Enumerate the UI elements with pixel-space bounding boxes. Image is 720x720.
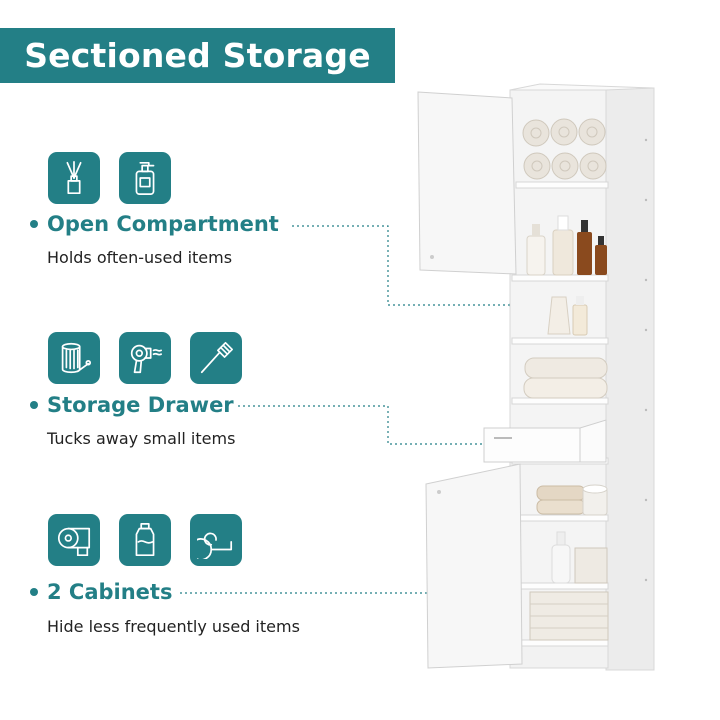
rolled-towel-icon bbox=[190, 514, 242, 566]
rolled-towel bbox=[551, 152, 579, 180]
shelf bbox=[511, 274, 609, 282]
shelf bbox=[511, 397, 609, 405]
feature-heading-storage-drawer: Storage Drawer bbox=[30, 393, 234, 417]
feature-heading-2-cabinets: 2 Cabinets bbox=[30, 580, 172, 604]
cabinet-side-panel bbox=[605, 87, 655, 671]
feature-heading-text: Open Compartment bbox=[47, 212, 279, 236]
bottle bbox=[551, 544, 571, 584]
shelf bbox=[519, 582, 609, 590]
drawer-front bbox=[483, 427, 581, 463]
shelf bbox=[511, 337, 609, 345]
connector-open-compartment bbox=[292, 225, 512, 306]
rolled-towel bbox=[579, 152, 607, 180]
shelf bbox=[519, 514, 609, 522]
cotton-swab-box-icon bbox=[48, 332, 100, 384]
hair-dryer-icon bbox=[119, 332, 171, 384]
detergent-bottle-icon bbox=[119, 514, 171, 566]
amber-bottle bbox=[577, 232, 592, 275]
rolled-towel bbox=[578, 118, 606, 146]
feature-heading-open-compartment: Open Compartment bbox=[30, 212, 279, 236]
title-banner: Sectioned Storage bbox=[0, 28, 395, 83]
bullet-dot bbox=[30, 401, 38, 409]
shelf bbox=[515, 181, 609, 189]
lower-cabinet-door bbox=[425, 463, 523, 669]
upper-cabinet-door bbox=[417, 91, 517, 275]
rolled-towel bbox=[522, 119, 550, 147]
small-basket bbox=[574, 547, 608, 584]
bullet-dot bbox=[30, 588, 38, 596]
bottle bbox=[526, 235, 546, 276]
shelf bbox=[519, 639, 609, 647]
cabinet-top bbox=[509, 83, 655, 91]
feature-desc-storage-drawer: Tucks away small items bbox=[47, 429, 236, 448]
folded-towel bbox=[524, 357, 608, 379]
feature-desc-2-cabinets: Hide less frequently used items bbox=[47, 617, 300, 636]
folded-towel bbox=[523, 377, 608, 399]
banner-title: Sectioned Storage bbox=[24, 36, 371, 75]
connector-storage-drawer bbox=[238, 405, 484, 445]
feature-heading-text: 2 Cabinets bbox=[47, 580, 173, 604]
toilet-paper-roll-icon bbox=[48, 514, 100, 566]
feature-heading-text: Storage Drawer bbox=[47, 393, 234, 417]
feature-desc-open-compartment: Holds often-used items bbox=[47, 248, 233, 267]
reed-diffuser-icon bbox=[48, 152, 100, 204]
bottle bbox=[552, 229, 574, 276]
door-knob bbox=[437, 490, 441, 494]
comb-icon bbox=[190, 332, 242, 384]
bottle bbox=[572, 304, 588, 336]
folded-towel bbox=[536, 485, 586, 501]
bullet-dot bbox=[30, 220, 38, 228]
pump-bottle-icon bbox=[119, 152, 171, 204]
cabinet-plinth bbox=[509, 645, 609, 669]
rolled-towel bbox=[550, 118, 578, 146]
rolled-towel bbox=[523, 152, 551, 180]
folded-towel bbox=[536, 499, 586, 515]
tube bbox=[547, 296, 571, 335]
door-knob bbox=[430, 255, 434, 259]
amber-bottle bbox=[595, 245, 607, 275]
